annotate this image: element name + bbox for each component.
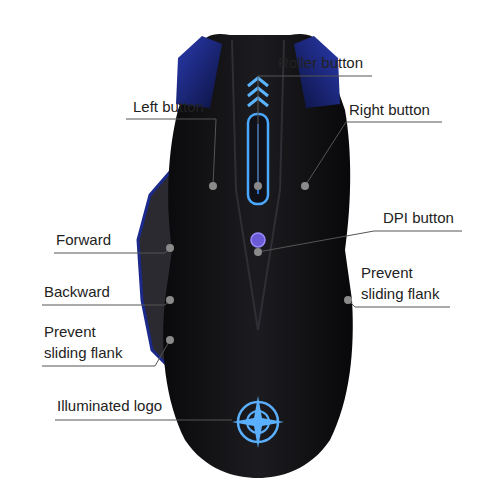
blue-trim — [176, 36, 222, 108]
part-label: Right button — [349, 99, 430, 120]
dpi-button — [251, 233, 265, 247]
part-label: Left button — [133, 96, 204, 117]
logo-emblem — [232, 396, 284, 448]
part-label: Prevent sliding flank — [44, 321, 139, 363]
part-label: Illuminated logo — [57, 395, 162, 416]
part-label: DPI button — [383, 207, 454, 228]
part-label: Forward — [56, 229, 111, 250]
callout-dot — [166, 182, 352, 344]
blue-trim — [294, 36, 340, 108]
part-label: Roller button — [278, 52, 363, 73]
part-label: Backward — [44, 281, 110, 302]
part-label: Prevent sliding flank — [361, 262, 456, 304]
leader-line — [42, 76, 462, 420]
